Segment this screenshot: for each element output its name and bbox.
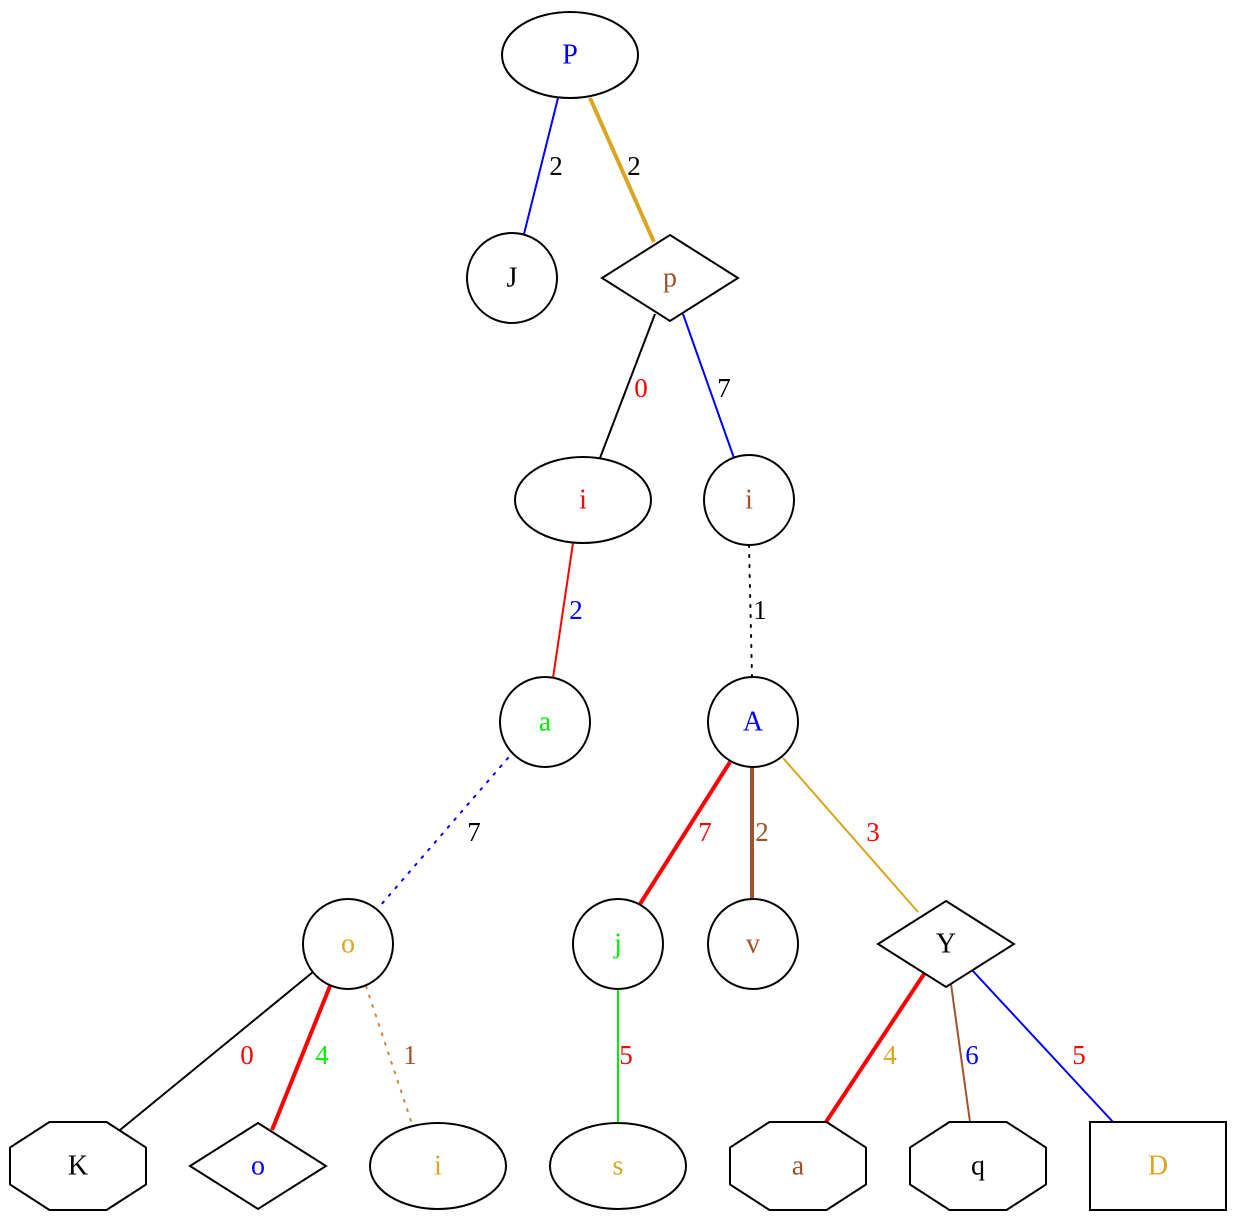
node-Y: Y xyxy=(876,899,1016,989)
node-shape-octagon xyxy=(729,1121,867,1211)
node-i3: i xyxy=(369,1122,507,1210)
node-v: v xyxy=(707,898,799,990)
node-shape-circle xyxy=(466,232,558,324)
edge-label: 2 xyxy=(627,151,641,181)
node-shape-circle xyxy=(707,676,799,768)
edge-label: 4 xyxy=(315,1040,329,1070)
node-label: K xyxy=(68,1151,88,1182)
node-shape-diamond xyxy=(188,1121,328,1211)
edge-label: 0 xyxy=(240,1040,254,1070)
node-label: J xyxy=(507,263,518,294)
node-label: i xyxy=(745,485,753,516)
edge-label: 4 xyxy=(883,1040,897,1070)
edge-label: 3 xyxy=(866,817,880,847)
node-shape-circle xyxy=(707,898,799,990)
node-label: D xyxy=(1148,1151,1168,1182)
node-J: J xyxy=(466,232,558,324)
edge-o-o2 xyxy=(270,985,332,1131)
node-label: q xyxy=(971,1151,985,1182)
node-label: v xyxy=(746,929,760,960)
edge-i1-a xyxy=(552,542,574,679)
node-j: j xyxy=(572,898,664,990)
node-shape-ellipse xyxy=(501,11,639,99)
node-p: p xyxy=(600,233,740,323)
edge-P-p xyxy=(588,97,656,243)
node-s: s xyxy=(549,1122,687,1210)
node-i2: i xyxy=(703,454,795,546)
node-label: a xyxy=(539,707,552,738)
node-label: p xyxy=(663,263,677,294)
edge-Y-D xyxy=(971,969,1114,1123)
edge-p-i1 xyxy=(599,313,656,459)
node-A: A xyxy=(707,676,799,768)
edge-A-Y xyxy=(782,757,919,913)
node-shape-diamond xyxy=(600,233,740,323)
node-D: D xyxy=(1089,1121,1227,1211)
edge-P-J xyxy=(523,97,559,235)
node-shape-diamond xyxy=(876,899,1016,989)
edge-label: 2 xyxy=(569,595,583,625)
node-a: a xyxy=(499,676,591,768)
edge-i2-A xyxy=(748,544,753,678)
edge-label: 5 xyxy=(619,1040,633,1070)
edge-label: 7 xyxy=(698,817,712,847)
node-label: j xyxy=(613,929,622,960)
edge-label: 0 xyxy=(634,373,648,403)
node-o2: o xyxy=(188,1121,328,1211)
node-shape-circle xyxy=(302,898,394,990)
edge-p-i2 xyxy=(682,313,735,459)
node-label: Y xyxy=(936,929,956,960)
node-label: P xyxy=(562,40,578,71)
node-shape-octagon xyxy=(909,1121,1047,1211)
node-label: s xyxy=(613,1151,624,1182)
node-o: o xyxy=(302,898,394,990)
edge-a-o xyxy=(379,757,509,907)
node-shape-circle xyxy=(703,454,795,546)
edge-label: 2 xyxy=(755,817,769,847)
edge-Y-q xyxy=(950,983,971,1123)
node-label: i xyxy=(434,1151,442,1182)
edge-Y-a2 xyxy=(824,972,926,1124)
node-label: i xyxy=(579,485,587,516)
node-K: K xyxy=(9,1121,147,1211)
node-i1: i xyxy=(514,456,652,544)
node-q: q xyxy=(909,1121,1047,1211)
node-shape-ellipse xyxy=(369,1122,507,1210)
node-shape-ellipse xyxy=(514,456,652,544)
edge-label: 5 xyxy=(1072,1040,1086,1070)
edge-label: 2 xyxy=(549,151,563,181)
node-shape-circle xyxy=(499,676,591,768)
edge-label: 7 xyxy=(467,817,481,847)
edge-A-j xyxy=(638,760,732,906)
edge-label: 6 xyxy=(965,1040,979,1070)
edge-label: 1 xyxy=(753,595,767,625)
node-P: P xyxy=(501,11,639,99)
edge-label: 1 xyxy=(403,1040,417,1070)
node-shape-box xyxy=(1089,1121,1227,1211)
edge-o-K xyxy=(119,971,314,1131)
node-label: o xyxy=(251,1151,265,1182)
node-shape-octagon xyxy=(9,1121,147,1211)
node-shape-circle xyxy=(572,898,664,990)
node-label: A xyxy=(743,707,764,738)
node-label: o xyxy=(341,929,355,960)
node-label: a xyxy=(792,1151,805,1182)
node-shape-ellipse xyxy=(549,1122,687,1210)
node-a2: a xyxy=(729,1121,867,1211)
edge-label: 7 xyxy=(717,373,731,403)
edge-o-i3 xyxy=(365,985,413,1125)
